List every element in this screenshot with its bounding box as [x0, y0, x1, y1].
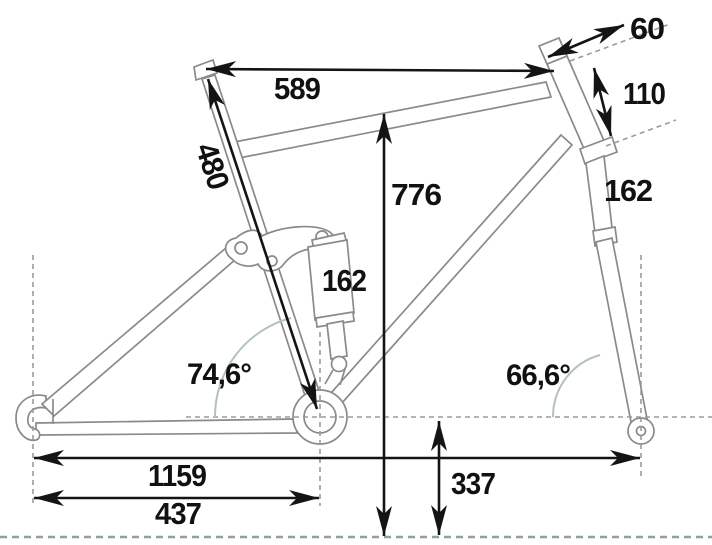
- dimension-lines: [34, 23, 640, 536]
- label-head-tube-angle: 66,6°: [506, 359, 570, 392]
- dim-line-60: [547, 23, 625, 59]
- dim-line-480: [206, 78, 319, 410]
- dim-line-110: [592, 67, 613, 137]
- label-stack-height: 776: [391, 177, 442, 212]
- label-wheelbase: 1159: [148, 458, 207, 493]
- shock-mount-line-left: [324, 369, 334, 385]
- label-chainstay-length: 437: [155, 496, 201, 531]
- head-angle-arc: [551, 354, 601, 418]
- label-shock-length: 162: [322, 263, 366, 298]
- shock-mount-line-right: [339, 368, 346, 386]
- label-top-horizontal: 589: [274, 71, 321, 106]
- construction-lines: [32, 23, 712, 506]
- label-stem-spacer: 60: [630, 11, 664, 46]
- shock-eyelet: [330, 355, 348, 373]
- shock-shaft: [326, 319, 348, 361]
- label-bb-height: 337: [451, 466, 495, 501]
- fork-crown: [578, 135, 619, 166]
- rear-dropout: [15, 394, 47, 442]
- label-head-tube-length: 110: [623, 76, 665, 111]
- dim-line-589: [205, 61, 555, 79]
- chainstay-tube: [35, 418, 298, 436]
- label-seat-tube-angle: 74,6°: [187, 358, 251, 391]
- head-tube: [545, 54, 607, 153]
- label-fork-length: 162: [604, 173, 652, 208]
- dimension-labels: 60 110 162 589 480 776 162 74,6° 66,6° 1…: [148, 11, 666, 531]
- head-tube-bottom-extension-line: [605, 119, 677, 147]
- rocker-pivot-left: [234, 241, 248, 255]
